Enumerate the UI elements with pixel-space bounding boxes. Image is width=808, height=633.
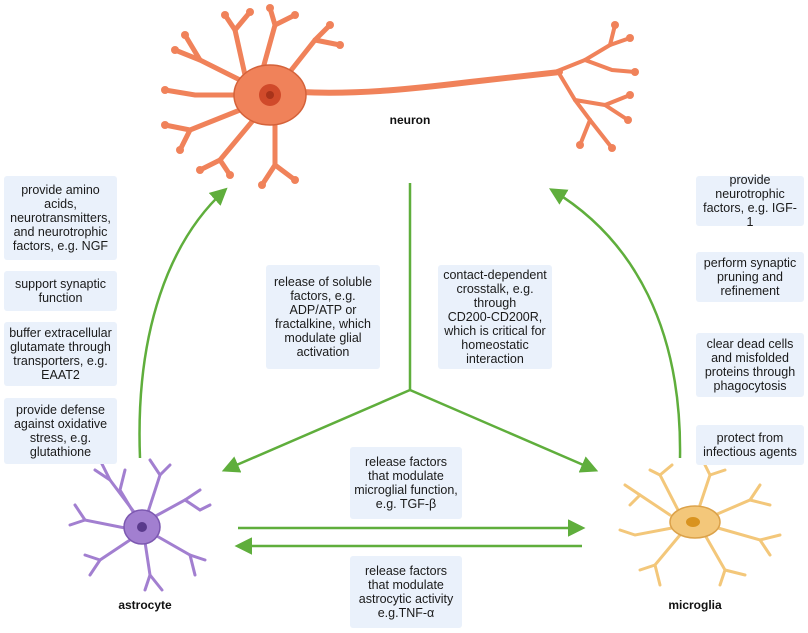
astrocyte-function-box: buffer extracellular glutamate through t… [4, 322, 117, 386]
arrows [138, 183, 682, 555]
astrocyte-function-box: provide amino acids, neurotransmitters, … [4, 176, 117, 260]
microglia-function-box: provide neurotrophic factors, e.g. IGF-1 [696, 173, 804, 229]
neuron-to-astrocyte-arrow [221, 388, 411, 473]
astrocyte-cell [68, 458, 212, 592]
neuron-label: neuron [389, 113, 431, 127]
neuron-cell [161, 4, 639, 189]
astrocyte-to-neuron-arrow [138, 187, 228, 459]
microglia-to-neuron-arrow [549, 188, 682, 459]
microglia-function-box: perform synaptic pruning and refinement [696, 252, 804, 302]
astrocyte-label: astrocyte [118, 598, 172, 612]
micro-to-astro-box: release factors that modulate astrocytic… [350, 556, 462, 628]
microglia-function-box: protect from infectious agents [696, 425, 804, 465]
microglia-cell [618, 463, 782, 587]
astrocyte-function-box: provide defense against oxidative stress… [4, 398, 117, 464]
astro-to-micro-box: release factors that modulate microglial… [350, 447, 462, 519]
contact-crosstalk-box: contact-dependent crosstalk, e.g. throug… [438, 265, 552, 369]
neuron-to-microglia-arrow [409, 388, 599, 473]
soluble-factors-box: release of soluble factors, e.g. ADP/ATP… [266, 265, 380, 369]
astrocyte-function-box: support synaptic function [4, 271, 117, 311]
microglia-function-box: clear dead cells and misfolded proteins … [696, 333, 804, 397]
microglia-label: microglia [668, 598, 722, 612]
